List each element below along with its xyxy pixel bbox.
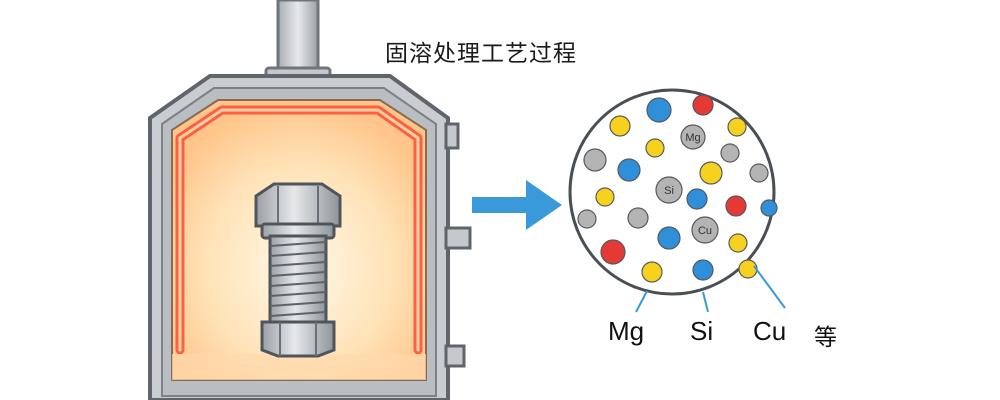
- atom-y: [738, 259, 758, 279]
- bolt-shank: [268, 234, 328, 324]
- legend-mg: Mg: [608, 316, 645, 346]
- atom-cu: [691, 216, 719, 244]
- atom-y: [727, 117, 747, 137]
- furnace-pipe: [276, 0, 320, 74]
- legend-etc: 等: [814, 325, 837, 351]
- atom-label-mg: Mg: [685, 132, 700, 144]
- atom-b: [617, 158, 641, 182]
- atom-y: [699, 161, 723, 185]
- atom-si: [655, 176, 683, 204]
- legend-si: Si: [690, 316, 714, 346]
- atom-b: [657, 226, 681, 250]
- legend-pointer-lines: [635, 265, 786, 313]
- atom-y: [609, 115, 631, 137]
- diagram-title: 固溶处理工艺过程: [385, 41, 577, 67]
- atom-r: [692, 94, 714, 116]
- atom-b: [760, 199, 778, 217]
- atom-y: [728, 233, 748, 253]
- bolt-head: [254, 182, 342, 228]
- atom-g: [627, 207, 649, 229]
- atom-label-si: Si: [664, 185, 674, 197]
- bolt-icon: [254, 182, 342, 358]
- furnace-knob-mid: [444, 226, 472, 250]
- legend-cu: Cu: [753, 316, 787, 346]
- atom-b: [692, 259, 714, 281]
- atom-y: [595, 187, 615, 207]
- atom-g: [577, 209, 597, 229]
- atom-g: [583, 148, 607, 172]
- furnace-knob-top: [444, 122, 460, 150]
- atom-mg: [680, 124, 706, 150]
- atom-b: [646, 97, 672, 123]
- furnace-knob-low: [444, 344, 466, 368]
- atom-b: [686, 188, 708, 210]
- furnace-floor: [172, 354, 426, 380]
- atom-y: [645, 138, 665, 158]
- atom-g: [749, 163, 769, 183]
- heating-element-core: [178, 108, 420, 352]
- atom-g: [720, 143, 740, 163]
- atom-label-cu: Cu: [698, 225, 712, 237]
- arrow-right-icon: [472, 180, 562, 230]
- atom-y: [641, 261, 663, 283]
- atom-r: [725, 195, 747, 217]
- bolt-nut: [260, 320, 336, 358]
- atom-r: [600, 239, 626, 265]
